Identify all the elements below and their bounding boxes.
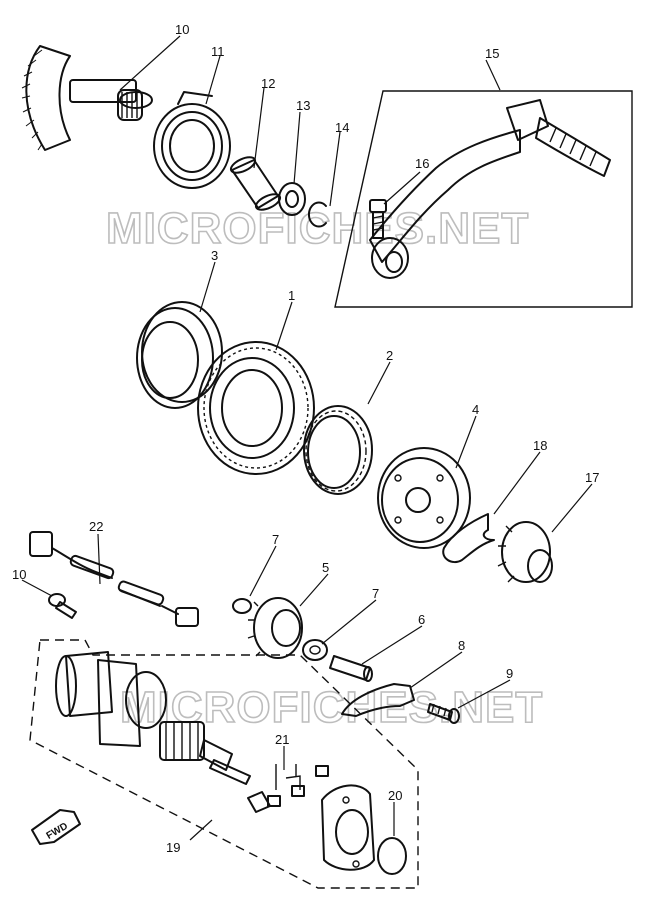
o-ring-21 — [377, 837, 407, 875]
callout-10: 10 — [12, 567, 26, 582]
screw-9 — [427, 703, 460, 724]
stopper-plate — [341, 683, 415, 717]
starter-motor — [55, 651, 167, 747]
callout-3: 3 — [211, 248, 218, 263]
callout-21: 20 — [388, 788, 402, 803]
idler-shaft — [329, 655, 373, 682]
clip-19 — [442, 513, 495, 564]
callout-7-lower: 7 — [372, 586, 379, 601]
fwd-arrow-icon: FWD — [31, 809, 81, 845]
torsion-spring — [153, 91, 231, 189]
idler-gear — [247, 597, 303, 659]
callout-22: 21 — [275, 732, 289, 747]
armature — [159, 721, 251, 785]
starter-motor-group-box — [29, 639, 419, 889]
end-cover — [321, 784, 375, 871]
lead-wire — [29, 531, 199, 627]
washer-7-lower — [302, 639, 328, 661]
one-way-clutch — [303, 405, 373, 495]
callout-labels: 10 11 12 13 14 15 16 3 1 2 4 18 17 22 10… — [12, 22, 599, 855]
callout-13: 12 — [261, 76, 275, 91]
callout-19: 18 — [533, 438, 547, 453]
callout-5: 5 — [322, 560, 329, 575]
callout-17: 16 — [415, 156, 429, 171]
bolt-17 — [369, 199, 387, 239]
washer-7-upper — [232, 598, 252, 614]
callout-8: 8 — [458, 638, 465, 653]
callout-7-upper: 7 — [272, 532, 279, 547]
pinion-gear — [497, 521, 553, 583]
washer-14 — [278, 182, 306, 216]
seal-ring — [136, 301, 223, 409]
kick-lever-group-box — [334, 90, 633, 308]
callout-14: 13 — [296, 98, 310, 113]
kick-crank-lever — [369, 99, 611, 279]
screw-10 — [48, 593, 77, 619]
leader-lines — [21, 35, 593, 841]
watermark-bottom: MICROFICHES.NET — [120, 683, 543, 732]
callout-23: 22 — [89, 519, 103, 534]
callout-16: 15 — [485, 46, 499, 61]
callout-4: 4 — [472, 402, 479, 417]
callout-12: 11 — [211, 44, 225, 59]
starter-wheel-gear — [197, 341, 315, 475]
callout-9: 9 — [506, 666, 513, 681]
brush-set — [247, 764, 329, 813]
callout-11: 10 — [175, 22, 189, 37]
callout-15: 14 — [335, 120, 349, 135]
callout-6: 6 — [418, 612, 425, 627]
kick-shaft — [21, 45, 153, 151]
callout-2: 2 — [386, 348, 393, 363]
callout-1: 1 — [288, 288, 295, 303]
clutch-housing-plate — [377, 447, 471, 549]
callout-20: 19 — [166, 840, 180, 855]
watermark-top: MICROFICHES.NET — [106, 204, 529, 253]
callout-18: 17 — [585, 470, 599, 485]
circlip-15 — [307, 201, 327, 228]
sleeve — [229, 156, 282, 211]
